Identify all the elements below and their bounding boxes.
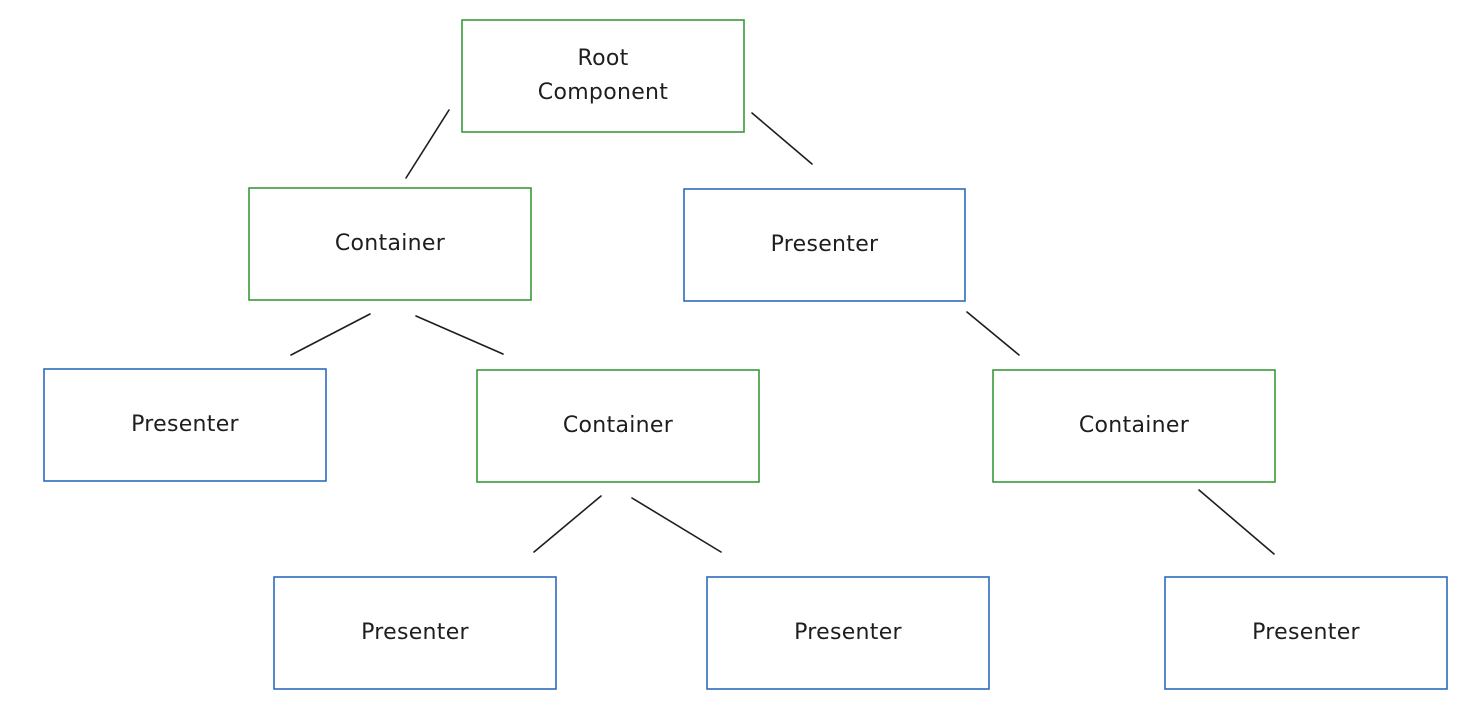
edge-c1-to-c2 <box>415 315 504 355</box>
presenter-box <box>706 576 990 690</box>
node-label: Container <box>1079 413 1190 438</box>
edge-p1-to-c3 <box>966 311 1020 356</box>
edge-root-to-p1 <box>751 112 813 165</box>
node-label: Presenter <box>771 232 879 257</box>
edge-c2-to-p3 <box>533 495 602 553</box>
container-box <box>992 369 1276 483</box>
container-node-c3: Container <box>992 369 1276 483</box>
node-label: Presenter <box>794 620 902 645</box>
container-box <box>476 369 760 483</box>
presenter-box <box>273 576 557 690</box>
presenter-box <box>683 188 966 302</box>
presenter-box <box>43 368 327 482</box>
edge-c2-to-p4 <box>631 497 722 553</box>
container-box <box>461 19 745 133</box>
edge-c3-to-p5 <box>1198 489 1275 555</box>
node-label: Component <box>538 80 668 105</box>
edges-group <box>290 109 1275 555</box>
container-node-c1: Container <box>248 187 532 301</box>
node-label: Presenter <box>1252 620 1360 645</box>
presenter-box <box>1164 576 1448 690</box>
presenter-node-p4: Presenter <box>706 576 990 690</box>
presenter-node-p1: Presenter <box>683 188 966 302</box>
node-label: Presenter <box>131 412 239 437</box>
presenter-node-p5: Presenter <box>1164 576 1448 690</box>
container-box <box>248 187 532 301</box>
node-label: Root <box>577 46 628 71</box>
node-label: Presenter <box>361 620 469 645</box>
node-label: Container <box>335 231 446 256</box>
presenter-node-p3: Presenter <box>273 576 557 690</box>
edge-root-to-c1 <box>405 109 450 179</box>
container-node-c2: Container <box>476 369 760 483</box>
presenter-node-p2: Presenter <box>43 368 327 482</box>
node-label: Container <box>563 413 674 438</box>
edge-c1-to-p2 <box>290 313 371 356</box>
